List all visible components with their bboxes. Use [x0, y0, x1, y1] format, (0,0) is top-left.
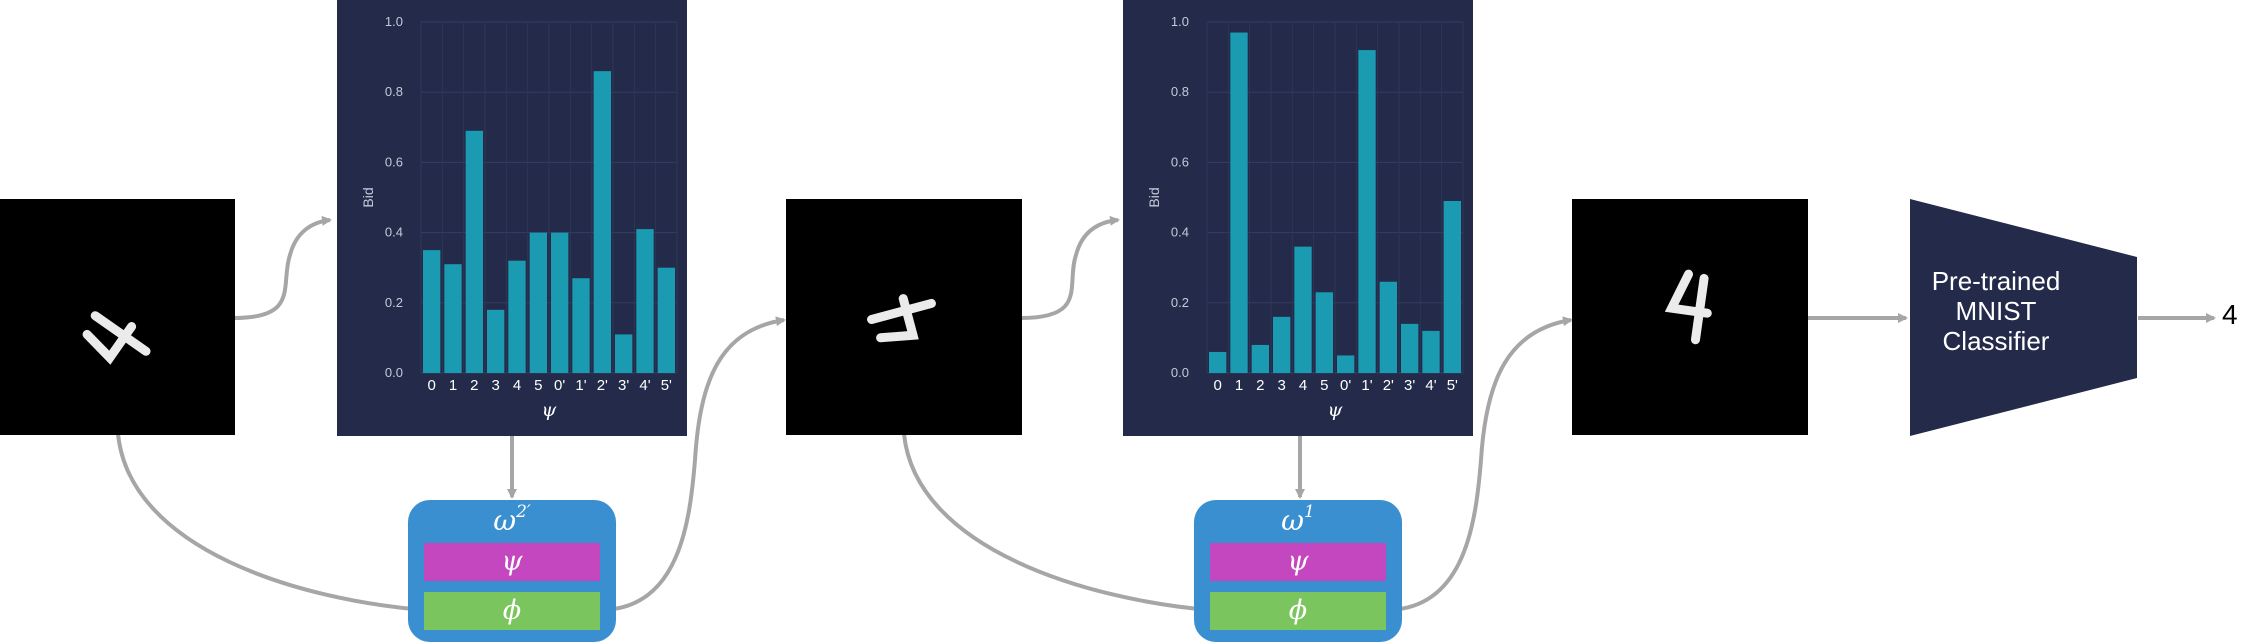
omega-module-1: ω2′ ψ ϕ: [408, 500, 616, 642]
phi-layer: ϕ: [424, 592, 600, 630]
bar: [615, 334, 633, 373]
bar: [444, 264, 462, 373]
bar: [1209, 351, 1227, 373]
bar: [657, 267, 675, 373]
digit-image-input: [0, 199, 235, 435]
x-tick-label: 2: [1256, 377, 1264, 394]
y-tick-label: 0.2: [1171, 295, 1189, 310]
bar: [1379, 281, 1397, 373]
x-tick-label: 5': [661, 377, 672, 394]
x-tick-label: 2': [1383, 377, 1394, 394]
omega-module-2: ω1 ψ ϕ: [1194, 500, 1402, 642]
arrow-phi2-to-digit3: [1385, 316, 1573, 612]
y-axis-label: Bid: [360, 187, 376, 207]
bar: [1251, 344, 1269, 373]
y-tick-label: 0.4: [385, 225, 403, 240]
bar: [551, 232, 569, 373]
y-tick-label: 0.6: [1171, 154, 1189, 169]
bar: [423, 250, 441, 373]
x-tick-label: 2': [597, 377, 608, 394]
y-tick-label: 0.8: [385, 84, 403, 99]
bar: [508, 260, 526, 373]
bar: [1315, 292, 1333, 373]
x-tick-label: 0': [1340, 377, 1351, 394]
x-tick-label: 4: [513, 377, 521, 394]
x-tick-label: 0: [1213, 377, 1221, 394]
x-tick-label: 5: [1320, 377, 1328, 394]
bar: [1294, 246, 1312, 373]
x-tick-label: 4': [639, 377, 650, 394]
x-tick-label: 1': [575, 377, 586, 394]
digit-image-output: [1572, 199, 1808, 435]
x-tick-label: 3': [1404, 377, 1415, 394]
psi-layer: ψ: [424, 543, 600, 581]
x-tick-label: 0: [427, 377, 435, 394]
y-tick-label: 0.0: [385, 365, 403, 380]
x-axis-label: ψ: [1328, 399, 1344, 421]
bar: [465, 130, 483, 373]
bar: [1401, 323, 1419, 373]
bar: [529, 232, 547, 373]
y-tick-label: 0.0: [1171, 365, 1189, 380]
y-tick-label: 1.0: [385, 14, 403, 29]
bar: [1443, 201, 1461, 373]
x-tick-label: 3: [491, 377, 499, 394]
x-tick-label: 2: [470, 377, 478, 394]
x-tick-label: 0': [554, 377, 565, 394]
x-tick-label: 1: [449, 377, 457, 394]
y-tick-label: 0.2: [385, 295, 403, 310]
x-tick-label: 1': [1361, 377, 1372, 394]
upright-four-digit-icon: [1664, 269, 1712, 345]
bar: [1422, 330, 1440, 373]
bar: [487, 309, 505, 373]
bar: [1273, 316, 1291, 373]
arrow-phi1-to-digit2: [599, 316, 786, 612]
classifier-label: Pre-trained MNIST Classifier: [1931, 266, 2061, 356]
x-tick-label: 3: [1277, 377, 1285, 394]
x-tick-label: 1: [1235, 377, 1243, 394]
arrow-digit2-to-phi2: [902, 433, 1212, 615]
output-label: 4: [2222, 299, 2238, 330]
y-tick-label: 0.8: [1171, 84, 1189, 99]
x-tick-label: 4': [1425, 377, 1436, 394]
x-tick-label: 4: [1299, 377, 1307, 394]
omega-label: ω2′: [493, 502, 531, 537]
x-tick-label: 3': [618, 377, 629, 394]
digit-image-intermediate: [786, 199, 1022, 435]
bar: [636, 229, 654, 373]
bar: [1337, 355, 1355, 373]
psi-layer: ψ: [1210, 543, 1386, 581]
bar: [1230, 32, 1248, 373]
rotated-four-digit-icon: [82, 311, 151, 365]
y-tick-label: 1.0: [1171, 14, 1189, 29]
omega-label: ω1: [1281, 502, 1315, 537]
x-tick-label: 5': [1447, 377, 1458, 394]
bar: [1358, 50, 1376, 374]
y-tick-label: 0.4: [1171, 225, 1189, 240]
bar: [572, 278, 590, 373]
arrow-digit1-to-chart1: [233, 215, 332, 320]
rotated-four-digit-icon: [867, 294, 936, 343]
arrow-digit2-to-chart2: [1020, 215, 1120, 320]
y-tick-label: 0.6: [385, 154, 403, 169]
x-tick-label: 5: [534, 377, 542, 394]
x-axis-label: ψ: [542, 399, 558, 421]
bar: [593, 71, 611, 373]
phi-layer: ϕ: [1210, 592, 1386, 630]
arrow-digit1-to-phi1: [116, 433, 426, 615]
y-axis-label: Bid: [1146, 187, 1162, 207]
